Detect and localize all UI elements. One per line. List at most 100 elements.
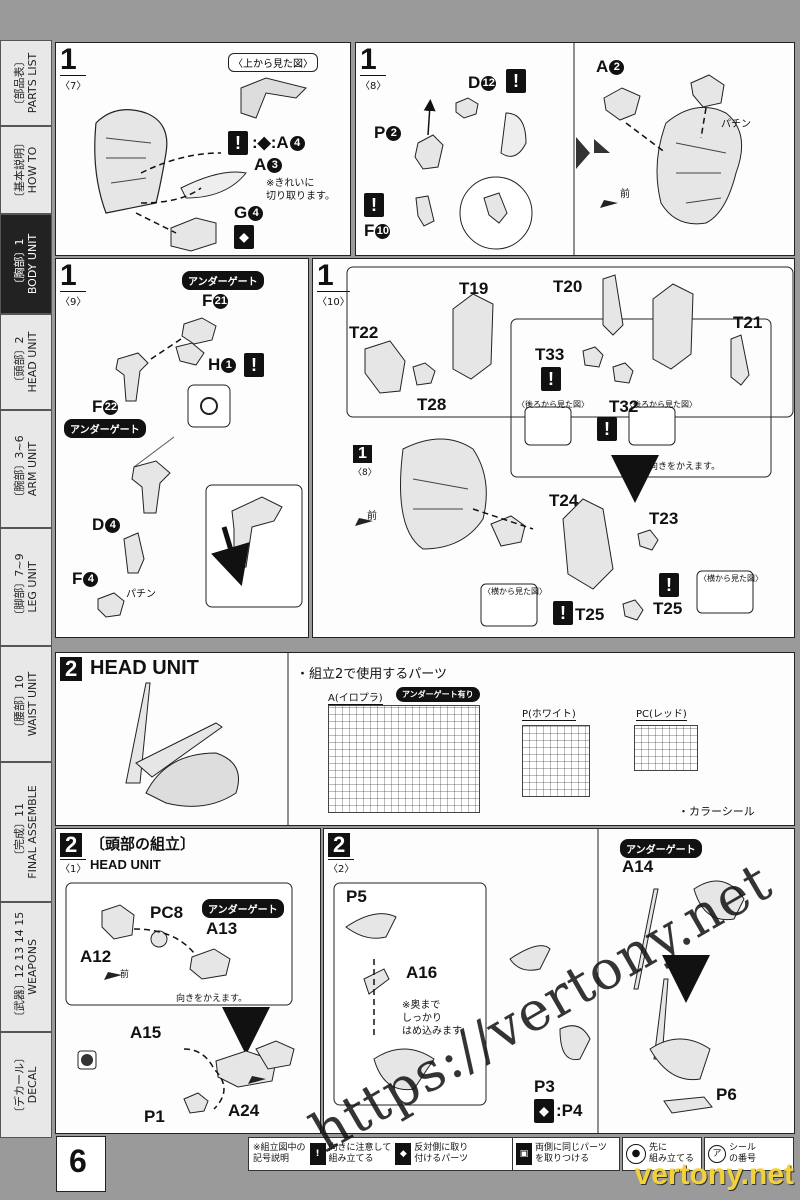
part-d12 (455, 97, 479, 119)
top-view-callout: 〈上から見た図〉 (228, 53, 318, 72)
part-f21 (181, 317, 217, 345)
legend-item: ! 向きに注意して 組み立てる (309, 1143, 392, 1165)
part-f22 (115, 352, 149, 402)
front-label: 前 (367, 511, 377, 522)
sidebar-item-arm-unit[interactable]: 〔腕部〕3~6 ARM UNIT (0, 410, 52, 528)
assembly-drawing (346, 266, 794, 627)
step-number: 1 (60, 43, 77, 76)
part-t24 (490, 515, 526, 547)
part-pc8 (150, 930, 168, 948)
sidebar-item-weapons[interactable]: 〔武器〕12 13 14 15 WEAPONS (0, 902, 52, 1032)
part-a3 (180, 171, 247, 199)
legend-text: 向きに注意して 組み立てる (328, 1143, 392, 1164)
body-assembly (400, 438, 487, 550)
sidebar-item-final-assemble[interactable]: 〔完成〕11 FINAL ASSEMBLE (0, 762, 52, 902)
front-label: 前 (120, 970, 130, 980)
label-a12: A12 (80, 947, 112, 966)
label-p6: P6 (716, 1085, 737, 1104)
label-t25: T25 (653, 599, 683, 618)
runner-p-image (522, 725, 590, 797)
under-gate-tag: アンダーゲート (64, 419, 146, 438)
legend-title: ※組立図中の 記号説明 (253, 1143, 306, 1164)
part-p1 (183, 1092, 209, 1114)
legend-text: 先に 組み立てる (649, 1143, 695, 1164)
part-t25 (622, 599, 644, 621)
back-view-callout: 〈後ろから見た図〉 (625, 400, 697, 409)
caution-icon: ! (597, 417, 617, 441)
opposite-side-icon: ◆ (234, 225, 254, 249)
sidebar-item-head-unit[interactable]: 〔頭部〕2 HEAD UNIT (0, 314, 52, 410)
under-gate-tag: アンダーゲート (620, 839, 702, 858)
substep-label: 〈8〉 (360, 75, 387, 92)
sidebar-item-label: 〔デカール〕 DECAL (13, 1052, 39, 1118)
assembly-drawing (97, 317, 303, 618)
label-a16: A16 (406, 963, 438, 982)
part-a14 (633, 888, 659, 990)
step-panel-2-1: 2 〔頭部の組立〕 〈1〉 HEAD UNIT アンダーゲート PC8 A13 … (55, 828, 321, 1134)
substep-label: 〈7〉 (60, 75, 87, 92)
reference-substep: 〈8〉 (353, 468, 377, 478)
label-t21: T21 (733, 313, 763, 332)
section-number: 2 (60, 657, 83, 681)
body-unit-part (94, 109, 168, 214)
caution-icon: ! (364, 193, 384, 217)
part-t32 (612, 362, 634, 384)
label-t24: T24 (549, 491, 579, 510)
sidebar-item-leg-unit[interactable]: 〔脚部〕7~9 LEG UNIT (0, 528, 52, 646)
reference-step-number: 1 (353, 445, 372, 463)
both-sides-icon: ▣ (516, 1143, 532, 1165)
label-t28: T28 (417, 395, 447, 414)
step-number: 1 (60, 259, 77, 292)
snap-sound-label: パチン (126, 589, 156, 600)
step-number: 1 (317, 259, 334, 292)
assembly-drawing (65, 882, 295, 1114)
substep-label: 〈2〉 (328, 859, 355, 875)
assembly-drawing (414, 43, 743, 255)
part-f10 (415, 195, 435, 227)
sidebar-item-label: 〔完成〕11 FINAL ASSEMBLE (13, 785, 39, 879)
sidebar-item-how-to[interactable]: 〔基本説明〕 HOW TO (0, 126, 52, 214)
step-number: 2 (328, 833, 351, 857)
under-gate-tag: アンダーゲート有り (396, 687, 480, 702)
label-p5: P5 (346, 887, 367, 906)
part-t23 (637, 529, 659, 551)
label-a24: A24 (228, 1101, 260, 1120)
label-t22: T22 (349, 323, 379, 342)
step-panel-2-2: 2 〈2〉 P5 A16 ※奥まで しっかり はめ込みます。 P3 ◆ :P4 … (323, 828, 795, 1134)
runner-a-image (328, 705, 480, 813)
label-t33: T33 (535, 345, 565, 364)
label-t20: T20 (553, 277, 583, 296)
part-t28 (412, 362, 436, 386)
symbol-legend: ※組立図中の 記号説明 ! 向きに注意して 組み立てる ◆ 反対側に取り 付ける… (248, 1137, 544, 1171)
under-gate-tag: アンダーゲート (202, 899, 284, 918)
sidebar-item-label: 〔基本説明〕 HOW TO (13, 137, 39, 203)
front-label: 前 (620, 189, 630, 200)
caution-icon: ! (541, 367, 561, 391)
part-t33 (582, 346, 604, 368)
watermark-site: vertony.net (634, 1158, 794, 1191)
part-a2-right (690, 74, 725, 108)
sidebar-item-waist-unit[interactable]: 〔腰部〕10 WAIST UNIT (0, 646, 52, 762)
sidebar-item-label: 〔胸部〕1 BODY UNIT (13, 233, 39, 295)
part-t22 (364, 340, 406, 394)
substep-label: 〈10〉 (317, 291, 350, 308)
side-view-callout: 〈横から見た図〉 (699, 574, 763, 583)
symbol-legend-4: ア シール の番号 (704, 1137, 794, 1171)
part-t19 (452, 293, 494, 380)
runner-pc-image (634, 725, 698, 771)
sidebar-item-label: 〔腰部〕10 WAIST UNIT (13, 671, 39, 737)
sidebar-item-parts-list[interactable]: 〔部品表〕 PARTS LIST (0, 40, 52, 126)
sidebar-item-decal[interactable]: 〔デカール〕 DECAL (0, 1032, 52, 1138)
sidebar-item-label: 〔頭部〕2 HEAD UNIT (13, 331, 39, 393)
legend-text: シール の番号 (729, 1143, 757, 1164)
substep-label: 〈1〉 (60, 859, 87, 875)
step-number: 1 (360, 43, 377, 76)
sidebar-item-body-unit[interactable]: 〔胸部〕1 BODY UNIT (0, 214, 52, 314)
